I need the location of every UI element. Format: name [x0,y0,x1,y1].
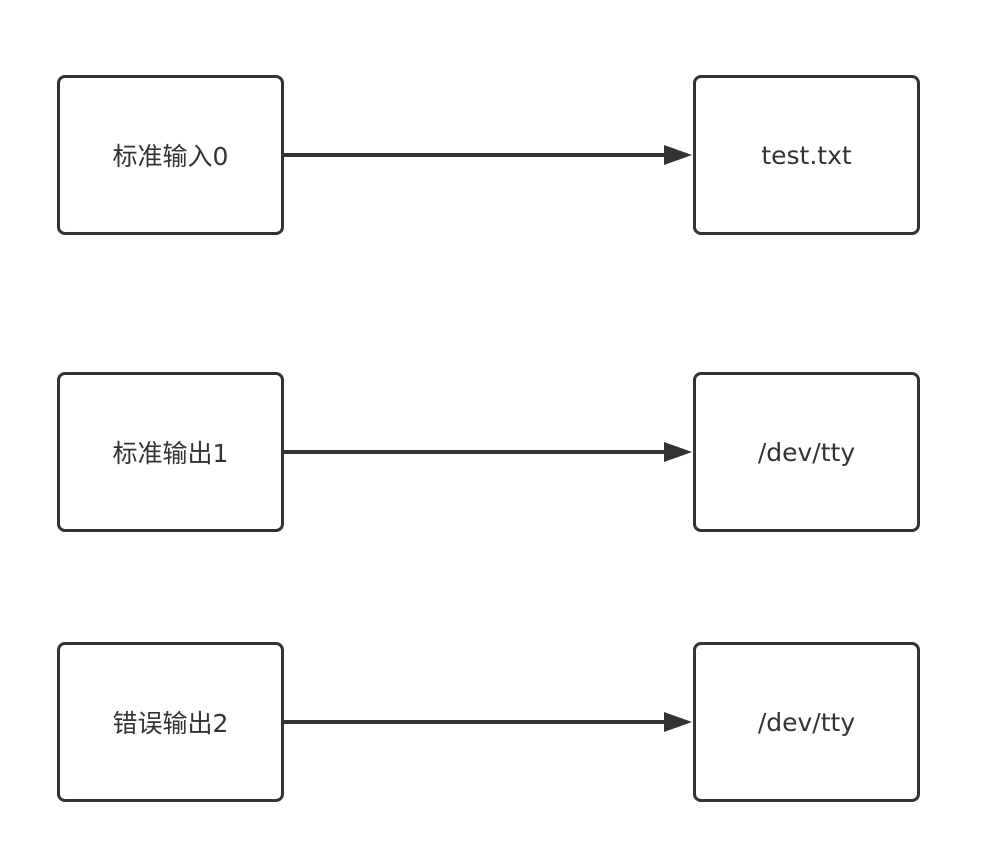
source-box-stdin: 标准输入0 [57,75,284,235]
target-label-dev-tty-stdout: /dev/tty [757,437,856,467]
target-box-dev-tty-stderr: /dev/tty [693,642,920,802]
target-label-test-txt: test.txt [761,140,852,170]
arrow-stdout [284,442,692,462]
target-box-dev-tty-stdout: /dev/tty [693,372,920,532]
target-box-test-txt: test.txt [693,75,920,235]
arrow-stderr [284,712,692,732]
source-box-stderr: 错误输出2 [57,642,284,802]
source-label-stdout: 标准输出1 [112,439,229,468]
source-box-stdout: 标准输出1 [57,372,284,532]
arrow-stdin [284,145,692,165]
source-label-stdin: 标准输入0 [112,142,229,171]
target-label-dev-tty-stderr: /dev/tty [757,707,856,737]
source-label-stderr: 错误输出2 [112,709,229,738]
